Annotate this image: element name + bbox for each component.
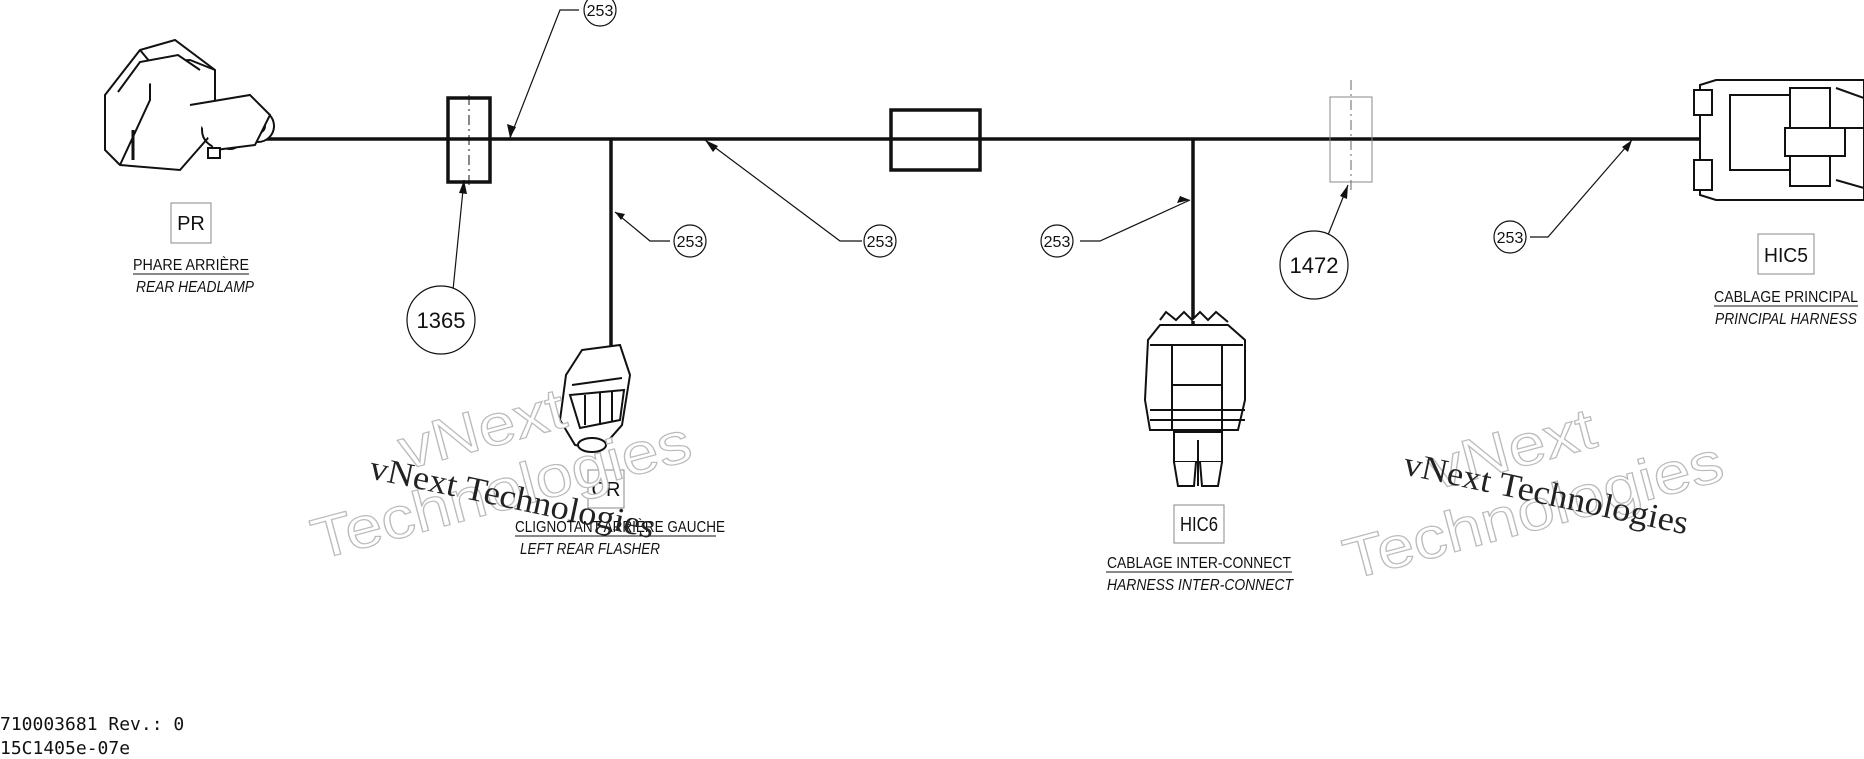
hic5-connector-icon bbox=[1693, 79, 1864, 201]
callout-253-right: 253 bbox=[1493, 220, 1527, 254]
svg-text:253: 253 bbox=[867, 234, 894, 251]
leader-lines bbox=[451, 9, 1633, 301]
pr-label-group: PR PHARE ARRIÈRE REAR HEADLAMP bbox=[133, 202, 254, 296]
hic5-label-fr: CABLAGE PRINCIPAL bbox=[1714, 289, 1858, 306]
callout-253-cr-branch: 253 bbox=[673, 224, 707, 258]
cr-label-fr: CLIGNOTANT ARRIÈRE GAUCHE bbox=[515, 517, 725, 536]
hic5-label-en: PRINCIPAL HARNESS bbox=[1715, 311, 1857, 328]
svg-text:253: 253 bbox=[587, 3, 614, 20]
wire-sleeves bbox=[446, 80, 1373, 190]
cr-label-group: CR CLIGNOTANT ARRIÈRE GAUCHE LEFT REAR F… bbox=[515, 469, 725, 558]
hic6-label-en: HARNESS INTER-CONNECT bbox=[1107, 577, 1294, 594]
svg-text:253: 253 bbox=[1497, 230, 1524, 247]
callout-253-top: 253 bbox=[583, 0, 617, 27]
pr-code: PR bbox=[177, 213, 205, 235]
watermark-left: Technologies vNext vNext Technologies bbox=[304, 375, 699, 573]
callout-253-hic6-branch: 253 bbox=[1040, 224, 1074, 258]
pr-label-en: REAR HEADLAMP bbox=[136, 279, 254, 296]
leader-arrowheads bbox=[459, 124, 1632, 220]
left-rear-flasher-connector-icon bbox=[558, 343, 632, 453]
drawing-number: 15C1405e-07e bbox=[0, 738, 131, 759]
document-number: 710003681 Rev.: 0 bbox=[0, 714, 185, 735]
cr-code: CR bbox=[592, 479, 621, 501]
callout-253-mid: 253 bbox=[863, 224, 897, 258]
hic6-label-group: HIC6 CABLAGE INTER-CONNECT HARNESS INTER… bbox=[1106, 504, 1294, 594]
svg-text:253: 253 bbox=[1044, 234, 1071, 251]
hic5-label-group: HIC5 CABLAGE PRINCIPAL PRINCIPAL HARNESS bbox=[1714, 233, 1858, 328]
hic6-label-fr: CABLAGE INTER-CONNECT bbox=[1107, 555, 1291, 572]
cr-label-en: LEFT REAR FLASHER bbox=[520, 541, 660, 558]
hic5-code: HIC5 bbox=[1764, 245, 1808, 267]
main-wire bbox=[230, 137, 1700, 350]
rear-headlamp-connector-icon bbox=[104, 38, 275, 172]
hic6-connector-icon bbox=[1143, 310, 1246, 487]
callout-1472: 1472 bbox=[1279, 230, 1349, 300]
pr-label-fr: PHARE ARRIÈRE bbox=[133, 255, 249, 274]
callout-1365: 1365 bbox=[406, 285, 476, 355]
svg-text:253: 253 bbox=[677, 234, 704, 251]
watermark-right: Technologies vNext vNext Technologies bbox=[1336, 395, 1731, 593]
hic6-code: HIC6 bbox=[1180, 514, 1218, 536]
svg-text:1472: 1472 bbox=[1290, 253, 1339, 278]
svg-text:1365: 1365 bbox=[417, 308, 466, 333]
